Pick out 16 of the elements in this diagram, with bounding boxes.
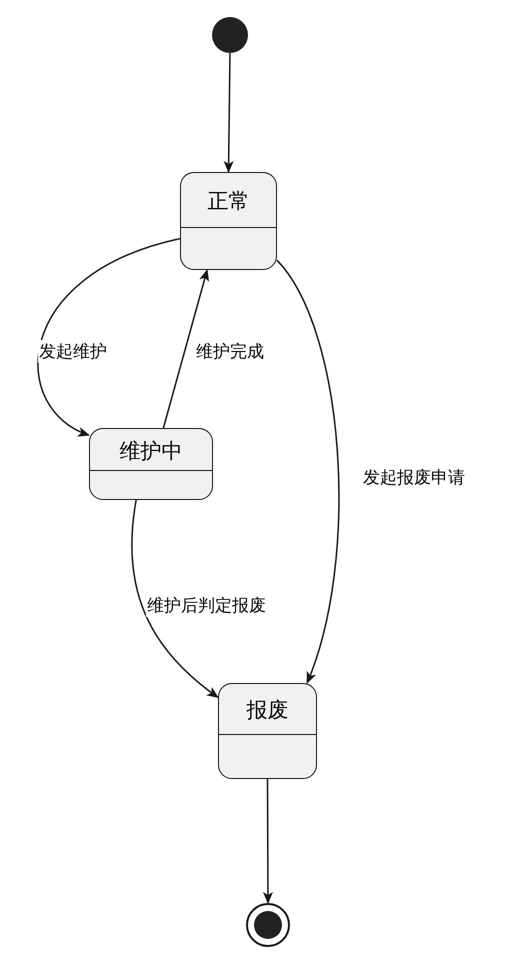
end-circle (246, 903, 290, 947)
arrow (162, 269, 210, 428)
state-box (218, 683, 317, 779)
state-name: 报废 (246, 697, 288, 724)
arrow (262, 779, 273, 904)
state-box (89, 428, 213, 500)
edge-label: 维护后判定报废 (146, 594, 267, 617)
arrow (37, 238, 180, 436)
arrow (276, 260, 340, 684)
state-name: 正常 (208, 188, 250, 215)
edge-label: 发起维护 (38, 340, 108, 363)
state-name: 维护中 (120, 438, 182, 464)
state-box (180, 172, 277, 270)
arrow (131, 500, 219, 698)
arrow (224, 52, 234, 173)
start-circle (212, 17, 248, 53)
